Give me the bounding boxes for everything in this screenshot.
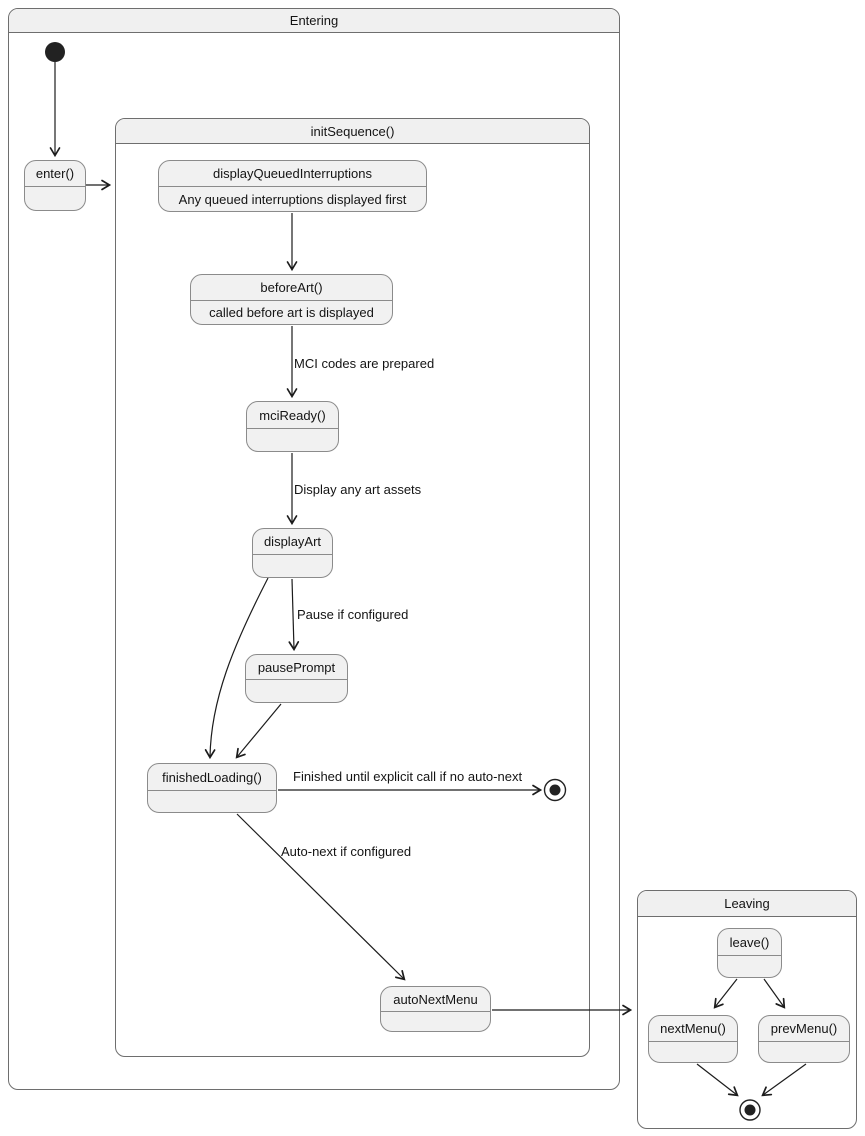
state-auto-next-menu-body <box>381 1012 490 1031</box>
state-prev-menu-title: prevMenu() <box>759 1016 849 1042</box>
state-next-menu-title: nextMenu() <box>649 1016 737 1042</box>
state-finished-loading-title: finishedLoading() <box>148 764 276 791</box>
state-pause-prompt: pausePrompt <box>245 654 348 703</box>
region-init-sequence-header: initSequence() <box>116 119 589 144</box>
region-entering-header: Entering <box>9 9 619 33</box>
region-entering-title: Entering <box>289 13 339 28</box>
state-pause-prompt-title: pausePrompt <box>246 655 347 680</box>
state-prev-menu-body <box>759 1042 849 1062</box>
state-enter-title: enter() <box>25 161 85 187</box>
state-finished-loading: finishedLoading() <box>147 763 277 813</box>
state-display-queued-interruptions-title: displayQueuedInterruptions <box>159 161 426 187</box>
state-before-art-description: called before art is displayed <box>209 305 374 320</box>
state-auto-next-menu-title: autoNextMenu <box>381 987 490 1012</box>
state-leave-body <box>718 956 781 977</box>
state-before-art: beforeArt() called before art is display… <box>190 274 393 325</box>
region-leaving-header: Leaving <box>638 891 856 917</box>
edge-label-finished-until-explicit-call: Finished until explicit call if no auto-… <box>293 769 523 784</box>
state-leave: leave() <box>717 928 782 978</box>
state-next-menu-body <box>649 1042 737 1062</box>
state-pause-prompt-body <box>246 680 347 702</box>
region-entering: Entering <box>8 8 620 1090</box>
edge-label-display-any-art-assets: Display any art assets <box>294 482 422 497</box>
state-leave-title: leave() <box>718 929 781 956</box>
state-display-art: displayArt <box>252 528 333 578</box>
region-leaving: Leaving <box>637 890 857 1129</box>
state-mci-ready-body <box>247 429 338 451</box>
state-display-art-body <box>253 555 332 577</box>
state-display-queued-interruptions: displayQueuedInterruptions Any queued in… <box>158 160 427 212</box>
region-init-sequence: initSequence() <box>115 118 590 1057</box>
state-mci-ready: mciReady() <box>246 401 339 452</box>
edge-label-mci-codes-are-prepared: MCI codes are prepared <box>294 356 435 371</box>
state-enter-body <box>25 187 85 210</box>
state-next-menu: nextMenu() <box>648 1015 738 1063</box>
state-before-art-title: beforeArt() <box>191 275 392 301</box>
state-prev-menu: prevMenu() <box>758 1015 850 1063</box>
state-mci-ready-title: mciReady() <box>247 402 338 429</box>
state-auto-next-menu: autoNextMenu <box>380 986 491 1032</box>
state-display-art-title: displayArt <box>253 529 332 555</box>
state-finished-loading-body <box>148 791 276 812</box>
state-display-queued-interruptions-description: Any queued interruptions displayed first <box>178 191 407 207</box>
state-enter: enter() <box>24 160 86 211</box>
region-init-sequence-title: initSequence() <box>310 123 395 139</box>
edge-label-pause-if-configured: Pause if configured <box>297 607 409 622</box>
edge-label-auto-next-if-configured: Auto-next if configured <box>281 844 412 859</box>
region-leaving-title: Leaving <box>724 896 770 911</box>
